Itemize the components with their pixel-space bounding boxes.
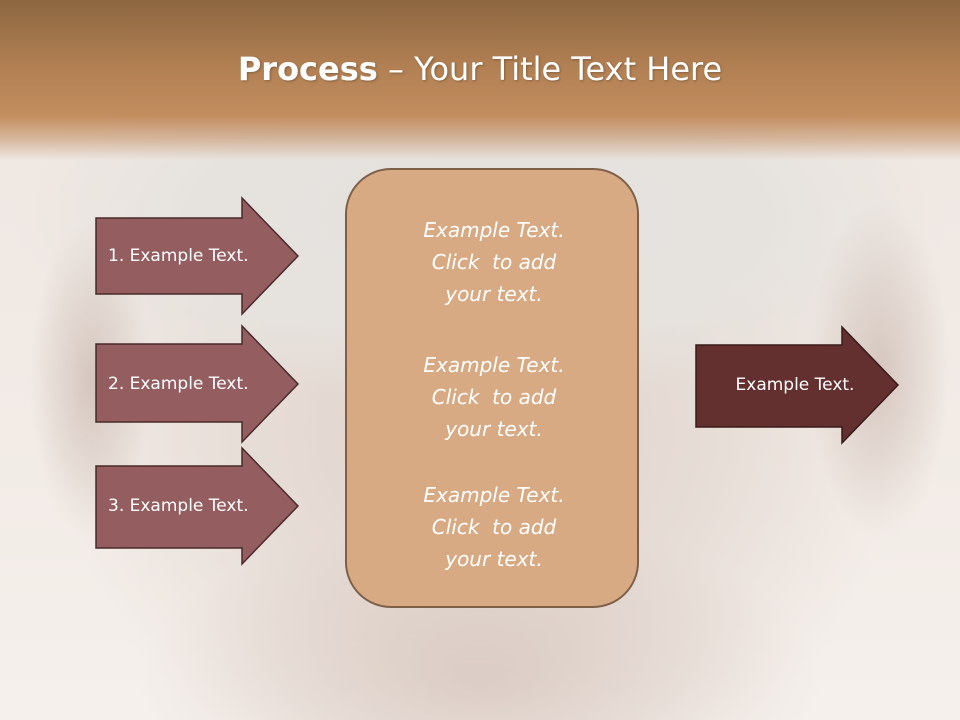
block-line: your text. — [445, 282, 543, 306]
arrow-label: 2. Example Text. — [108, 374, 249, 394]
input-arrow-2[interactable]: 2. Example Text. — [95, 324, 300, 444]
arrow-label: Example Text. — [735, 375, 855, 395]
block-line: your text. — [445, 417, 543, 441]
output-arrow[interactable]: Example Text. — [695, 325, 900, 445]
center-text-box[interactable]: Example Text. Click to add your text. Ex… — [345, 168, 639, 608]
input-arrow-1[interactable]: 1. Example Text. — [95, 196, 300, 316]
block-line: Click to add — [431, 515, 557, 539]
block-line: Click to add — [431, 250, 557, 274]
block-line: Click to add — [431, 385, 557, 409]
center-text-block-2: Example Text. Click to add your text. — [347, 349, 641, 445]
block-line: Example Text. — [423, 218, 565, 242]
title-rest: – Your Title Text Here — [377, 50, 723, 88]
arrow-label: 1. Example Text. — [108, 246, 249, 266]
center-text-block-3: Example Text. Click to add your text. — [347, 479, 641, 575]
arrow-shape — [695, 325, 900, 445]
block-line: Example Text. — [423, 483, 565, 507]
block-line: your text. — [445, 547, 543, 571]
title-bold: Process — [237, 50, 378, 88]
arrow-shape — [95, 324, 300, 444]
arrow-shape — [95, 446, 300, 566]
center-text-block-1: Example Text. Click to add your text. — [347, 214, 641, 310]
arrow-label: 3. Example Text. — [108, 496, 249, 516]
slide-title[interactable]: Process – Your Title Text Here — [0, 50, 960, 88]
arrow-shape — [95, 196, 300, 316]
input-arrow-3[interactable]: 3. Example Text. — [95, 446, 300, 566]
title-band — [0, 0, 960, 160]
block-line: Example Text. — [423, 353, 565, 377]
